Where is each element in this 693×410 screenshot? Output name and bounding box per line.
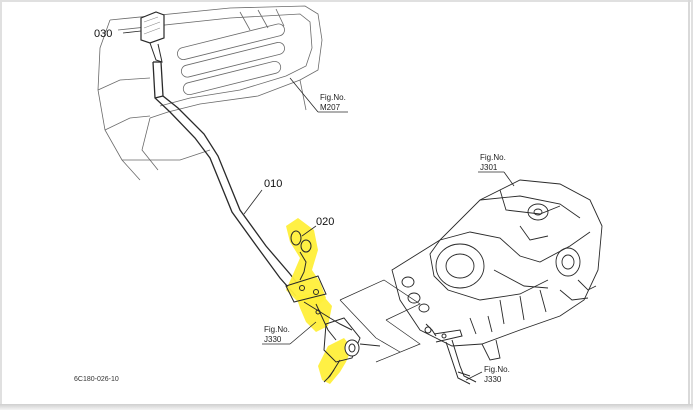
- ref-m207-line2: M207: [320, 103, 341, 112]
- transmission-housing: [391, 179, 603, 361]
- leader-j330-right: [465, 371, 483, 381]
- ref-j330-left-line2: J330: [264, 335, 282, 344]
- leader-j330-left: [289, 321, 317, 345]
- highlight-group: [286, 218, 352, 384]
- part-label-030: 030: [94, 28, 112, 40]
- part-label-010: 010: [264, 178, 282, 190]
- drawing-code: 6C180-026-10: [74, 376, 119, 383]
- leader-020: [301, 225, 317, 237]
- ref-j330-right-line1: Fig.No.: [484, 365, 510, 374]
- pedal-pad: [140, 11, 165, 63]
- rod-bracket: [424, 323, 477, 385]
- ref-j330-right-line2: J330: [484, 375, 502, 384]
- leader-030: [122, 30, 142, 34]
- frame-right-edge: [688, 0, 690, 410]
- ref-j301-line1: Fig.No.: [480, 153, 506, 162]
- lower-linkage: [323, 317, 381, 383]
- spring-and-bolt: [285, 230, 353, 341]
- leader-m207: [289, 77, 319, 113]
- ref-j301-line2: J301: [480, 163, 498, 172]
- part-label-020: 020: [316, 216, 334, 228]
- ref-m207-line1: Fig.No.: [320, 93, 346, 102]
- ref-j330-left-line1: Fig.No.: [264, 325, 290, 334]
- frame-bottom-edge: [0, 404, 693, 410]
- projection-box: [339, 279, 421, 363]
- leader-010: [243, 189, 263, 215]
- fender-housing-drawing: [97, 5, 323, 181]
- leader-j301: [503, 171, 515, 187]
- pedal-arm: [152, 61, 305, 297]
